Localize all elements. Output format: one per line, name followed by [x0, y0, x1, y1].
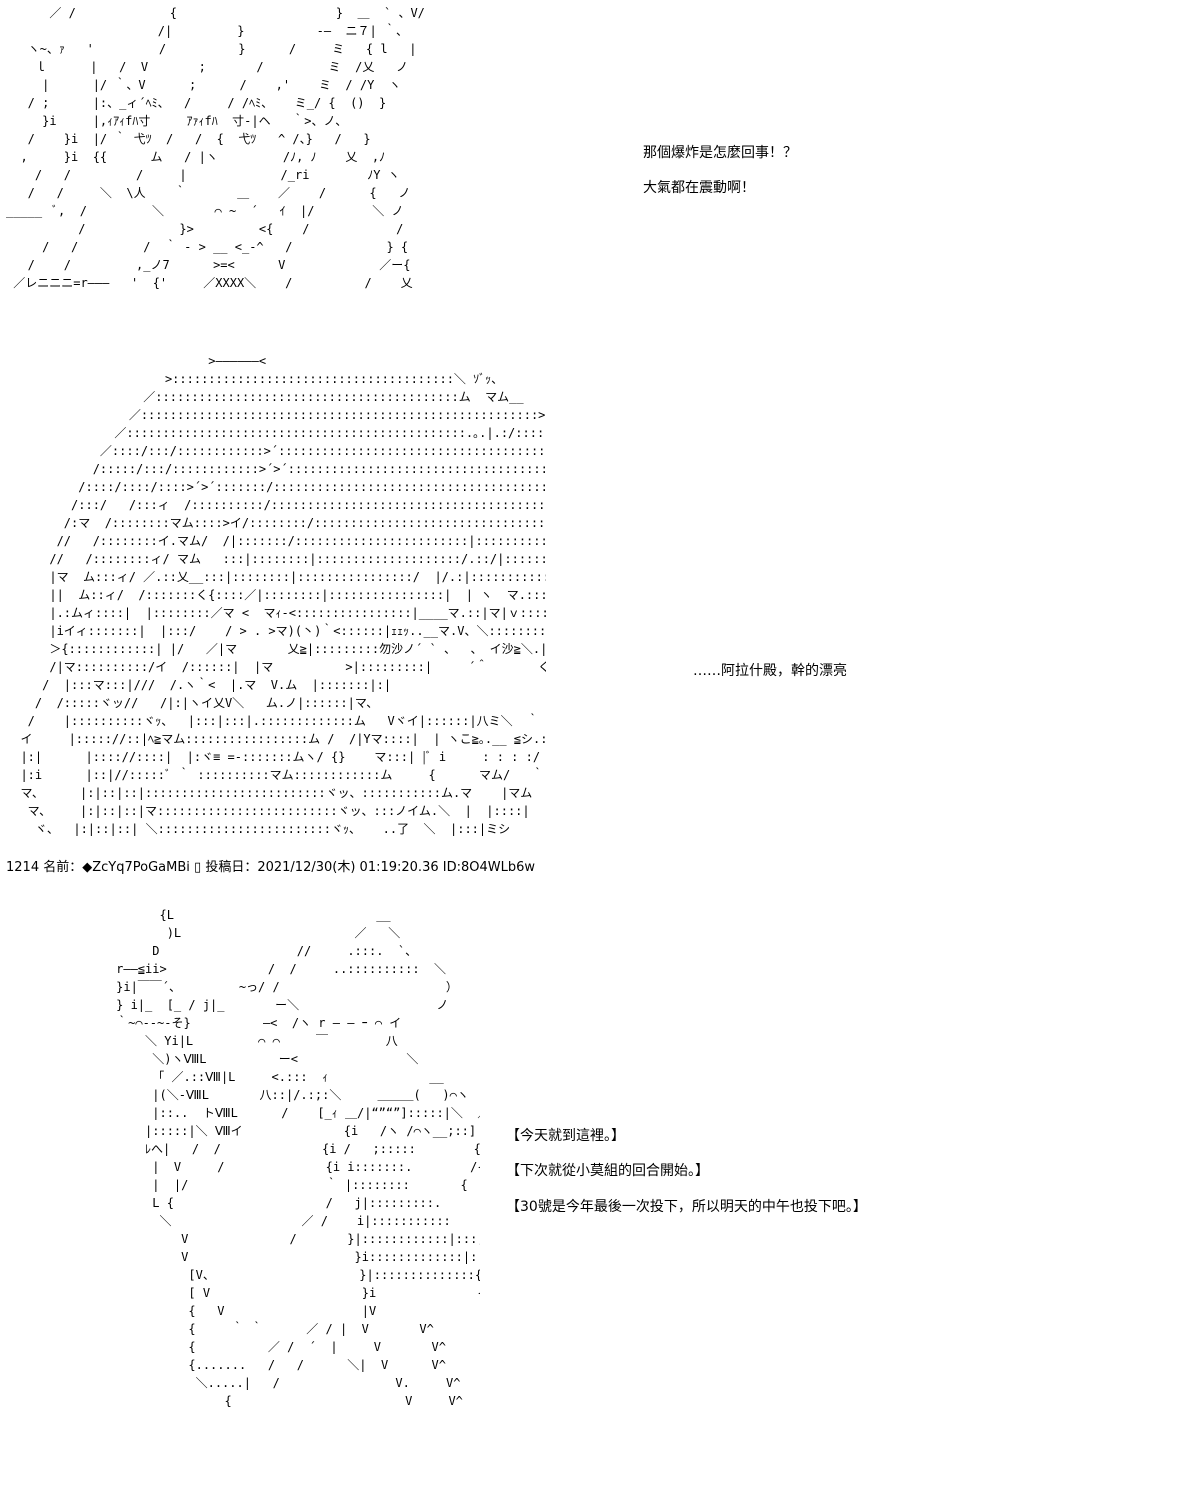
post-name-label: 名前：: [43, 860, 83, 875]
post-trip: ◆ZcYq7PoGaMBi: [82, 860, 190, 875]
post-date-label: 投稿日：: [205, 860, 258, 875]
post-header: 1214 名前：◆ZcYq7PoGaMBi ▯ 投稿日：2021/12/30(木…: [6, 860, 535, 876]
post-mark: ▯: [194, 860, 202, 875]
dialogue-line: 【30號是今年最後一次投下，所以明天的中午也投下吧。】: [506, 1199, 867, 1215]
dialogue-line: 【下次就從小莫組的回合開始。】: [506, 1163, 709, 1179]
ascii-art-character-top: ／ / { } ＿ ` 、V/ /| } -― ニ７| ｀、 ヽ~、ｧ ' / …: [6, 6, 425, 290]
post-number: 1214: [6, 860, 40, 875]
dialogue-line: 那個爆炸是怎麼回事！？: [643, 145, 797, 161]
dialogue-line: 大氣都在震動啊！: [643, 180, 755, 196]
ascii-art-character-middle: >――――――< >::::::::::::::::::::::::::::::…: [20, 354, 546, 836]
post-date: 2021/12/30(木) 01:19:20.36: [257, 860, 439, 875]
ascii-art-character-bottom: {L __ )L ／ ＼ D // .:::. `、 r――≦ii> / / .…: [116, 908, 480, 1408]
post-id: ID:8O4WLb6w: [442, 860, 536, 875]
dialogue-line: 【今天就到這裡。】: [506, 1128, 625, 1144]
dialogue-line: ……阿拉什殿，幹的漂亮: [693, 663, 847, 679]
